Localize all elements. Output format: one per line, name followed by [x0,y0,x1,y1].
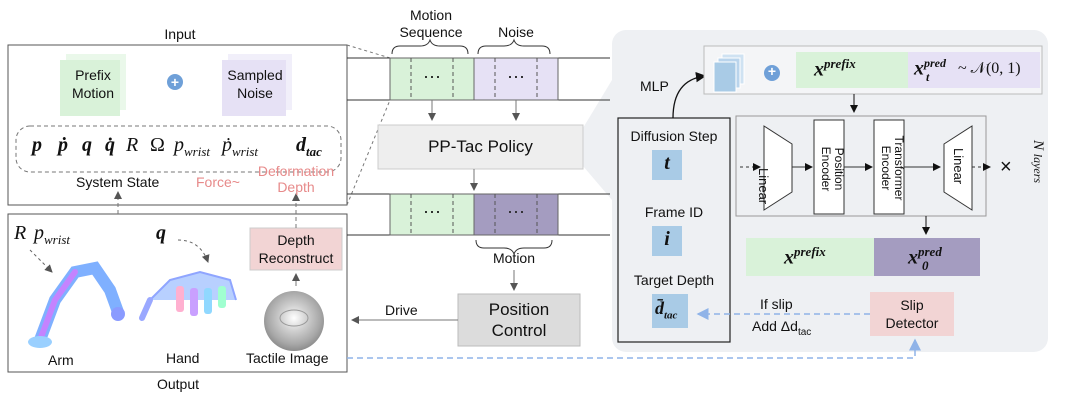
transformer-encoder-box [873,119,905,215]
t-square [652,150,682,180]
dots-green-top: ··· [423,66,441,86]
policy-box [377,124,584,170]
sampled-noise-card [222,60,286,116]
dots-purple-top: ··· [507,66,525,86]
state-q: q [82,134,92,156]
noise-distribution: ~ 𝒩(0, 1) [958,60,1021,77]
position-control-box [457,293,581,347]
depth-reconstruct-box [249,227,343,271]
position-encoder-box [813,119,845,215]
linear-right-label: Linear [951,148,966,185]
linear-left-label: Linear [756,168,771,205]
state-p-dot: ṗ [58,134,68,156]
state-d-tac: dtac [296,134,322,159]
d-bar-symbol: d̄tac [655,298,678,322]
times-symbol: × [1000,156,1012,178]
plus-icon: + [167,74,183,90]
top-plus-circle [764,65,780,81]
x-prefix-out: xprefix [784,244,826,269]
seq-purple-bottom [473,193,559,236]
state-p-dot-wrist: ṗwrist [222,134,259,159]
state-p: p [32,134,42,156]
arm-label: Arm [48,352,74,368]
state-dashed-box [15,125,342,173]
x-prefix-top-box [796,52,908,88]
i-square [652,226,682,256]
output-title: Output [156,376,200,392]
diffusion-step-label: Diffusion Step [630,128,718,144]
drive-label: Drive [385,302,418,318]
x-pred-t: xpred [914,56,946,80]
mlp-arrow [672,71,707,119]
t-symbol: t [664,152,670,174]
tactile-to-slip-line [347,338,921,359]
target-depth-label: Target Depth [633,272,715,288]
brace-motion [475,239,553,256]
input-panel-border [7,44,348,206]
output-r-label: R [14,222,27,244]
d-square [652,294,688,328]
tactile-image-disc [264,291,324,351]
seq-purple-top [473,57,559,101]
linear-right-shape [943,125,973,211]
brace-noise [477,38,551,55]
force-label: Force~ [196,174,240,190]
n-layers-label: N layers [1030,140,1046,184]
system-state-label: System State [76,174,160,190]
output-q-label: q [156,222,166,244]
hand-illustration [139,239,237,321]
motion-label: Motion [492,250,536,266]
mlp-label: MLP [640,78,669,94]
dots-green-bottom: ··· [423,201,441,221]
x0-pred: xpred [908,244,942,269]
x-pred-t-sub: t [926,70,930,84]
input-title: Input [164,26,196,42]
x0-pred-sub: 0 [922,258,929,273]
x0-pred-box [874,238,980,276]
state-r: R [126,134,139,156]
tactile-image-label: Tactile Image [246,350,329,366]
top-plus-icon: + [767,63,777,79]
slip-detector-box [870,292,954,336]
x-prefix-out-box [746,238,874,276]
state-q-dot: q̇ [105,134,115,156]
x-pred-t-box [908,52,1040,88]
add-delta-label: Add Δdtac [752,318,812,338]
prefix-motion-card [60,60,120,116]
condition-box [617,117,731,343]
panel-connector [583,80,612,200]
state-p-wrist: pwrist [174,134,211,159]
seq-green-bottom [389,193,475,236]
dots-purple-bottom: ··· [507,201,525,221]
output-p-wrist-label: pwrist [34,222,71,247]
i-symbol: i [664,228,670,250]
state-omega: Ω [150,134,165,156]
if-slip-label: If slip [760,296,793,312]
hand-label: Hand [166,350,200,366]
linear-left-shape [763,125,793,211]
x-prefix-top: xprefix [814,56,856,81]
arm-illustration [28,249,125,348]
brace-motion-seq [391,38,469,55]
output-panel-border [7,213,348,373]
frame-id-label: Frame ID [644,204,704,220]
policy-label: PP-Tac Policy [428,137,533,156]
noise-label: Noise [498,24,534,40]
